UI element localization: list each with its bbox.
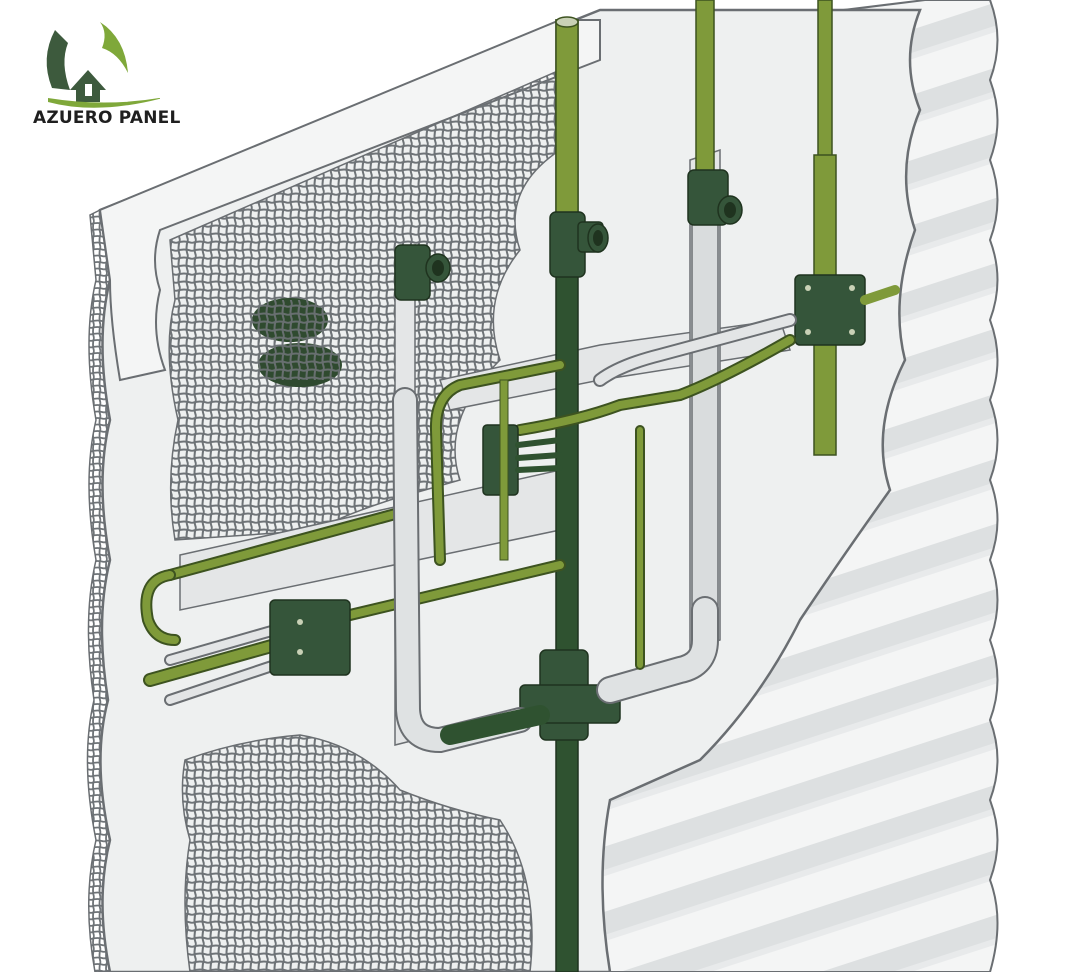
grey-conduit-right [596,425,719,704]
elbow-fitting-upper [394,244,451,301]
house-leaf-logo-icon [46,22,170,108]
vertical-olive-pipe [687,0,743,621]
main-vertical-pipe [555,16,579,972]
conduits-upper [514,285,900,436]
upper-mesh-area [168,68,561,541]
brand-name: AZUERO PANEL [33,108,181,128]
panel-top-slab [98,19,601,382]
lower-mesh-area [181,734,533,972]
junction-box-left [143,599,351,706]
grey-conduit-left [392,387,550,754]
brand-logo: AZUERO PANEL [30,18,200,136]
mesh-openings [250,298,342,387]
conduits-left [140,359,566,646]
tee-fitting-top [549,211,609,278]
central-manifold [482,379,563,561]
junction-box-right [794,274,866,346]
vertical-olive-pipe-right [813,0,837,456]
panel-edge [86,208,111,972]
